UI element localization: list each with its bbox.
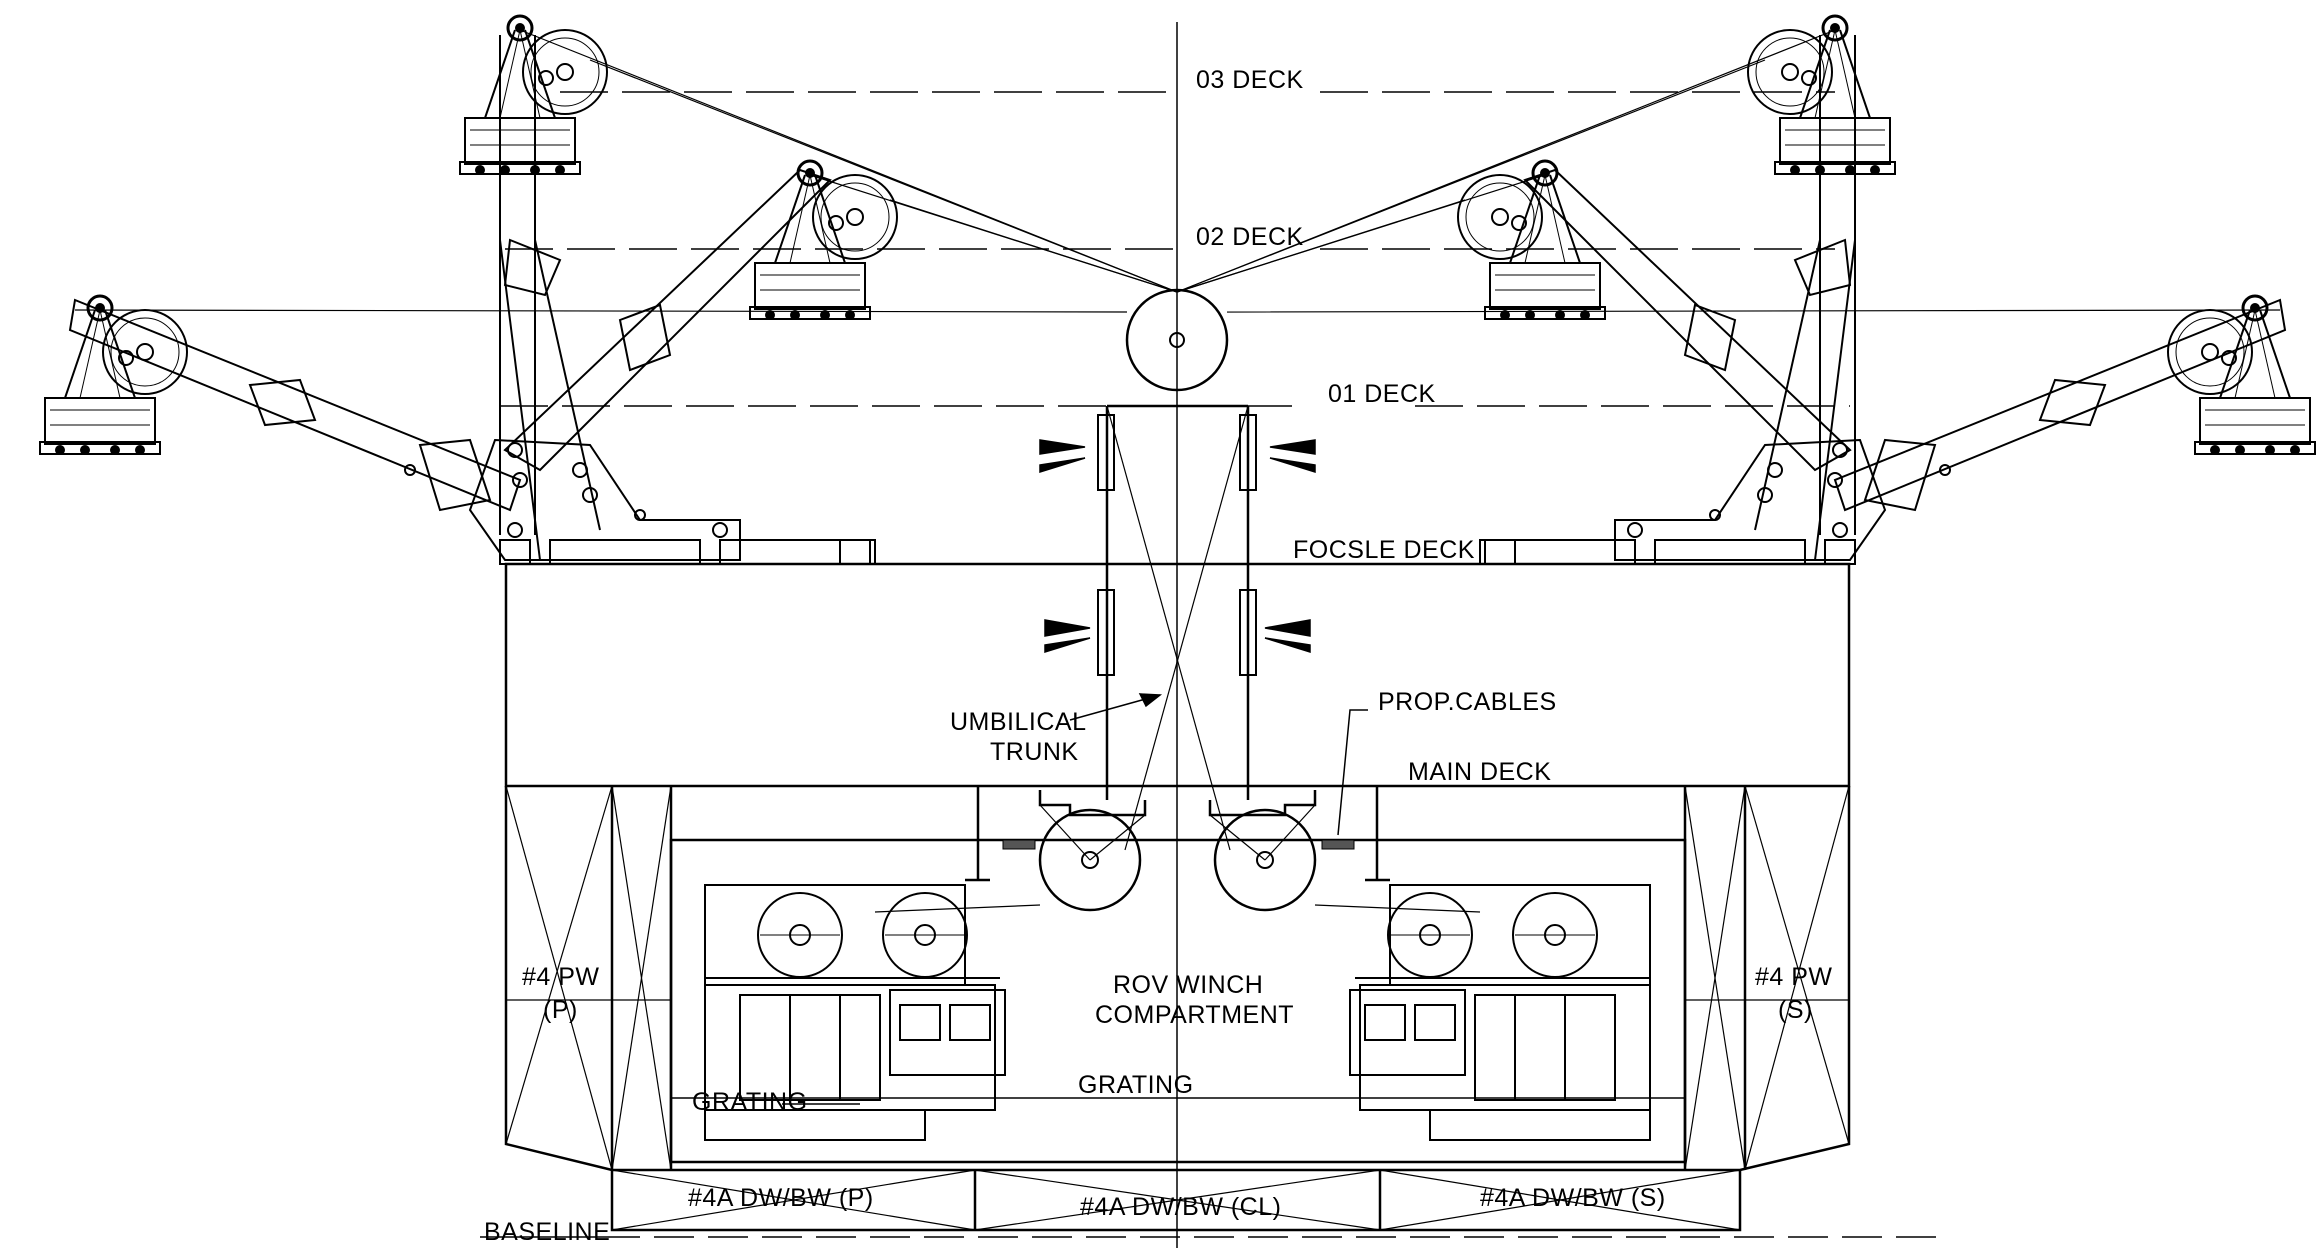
dwbw-port-label: #4A DW/BW (P) (688, 1184, 874, 1212)
deck-lines (500, 91, 1850, 407)
starboard-rov-winch (1349, 884, 1651, 1141)
rov-compartment-label-1: ROV WINCH (1113, 971, 1263, 999)
pw-stbd-label-1: #4 PW (1755, 963, 1833, 991)
drawing-labels: 03 DECK 02 DECK 01 DECK FOCSLE DECK MAIN… (484, 66, 1833, 1246)
deck-label-focsle: FOCSLE DECK (1293, 536, 1475, 564)
deck-label-main: MAIN DECK (1408, 758, 1551, 786)
roller-arrows (1039, 439, 1316, 654)
prop-cables-label: PROP.CABLES (1378, 688, 1557, 716)
rigging-lines (74, 29, 2281, 313)
pw-stbd-label-2: (S) (1778, 996, 1813, 1024)
grating-label-center: GRATING (1078, 1071, 1194, 1099)
deck-label-01: 01 DECK (1328, 380, 1436, 408)
deck-label-02: 02 DECK (1196, 223, 1304, 251)
dwbw-stbd-label: #4A DW/BW (S) (1480, 1184, 1666, 1212)
port-launch-cranes (38, 14, 899, 565)
umbilical-label-2: TRUNK (990, 738, 1079, 766)
pw-port-label-1: #4 PW (522, 963, 600, 991)
rov-compartment-label-2: COMPARTMENT (1095, 1001, 1294, 1029)
grating-label-left: GRATING (692, 1088, 808, 1116)
deck-label-03: 03 DECK (1196, 66, 1304, 94)
umbilical-label-1: UMBILICAL (950, 708, 1086, 736)
hull-section (504, 562, 1851, 1232)
dwbw-center-label: #4A DW/BW (CL) (1080, 1193, 1281, 1221)
pw-port-label-2: (P) (543, 996, 578, 1024)
baseline-label: BASELINE (484, 1218, 610, 1246)
port-rov-winch (704, 884, 1006, 1141)
starboard-launch-cranes (1456, 14, 2316, 565)
